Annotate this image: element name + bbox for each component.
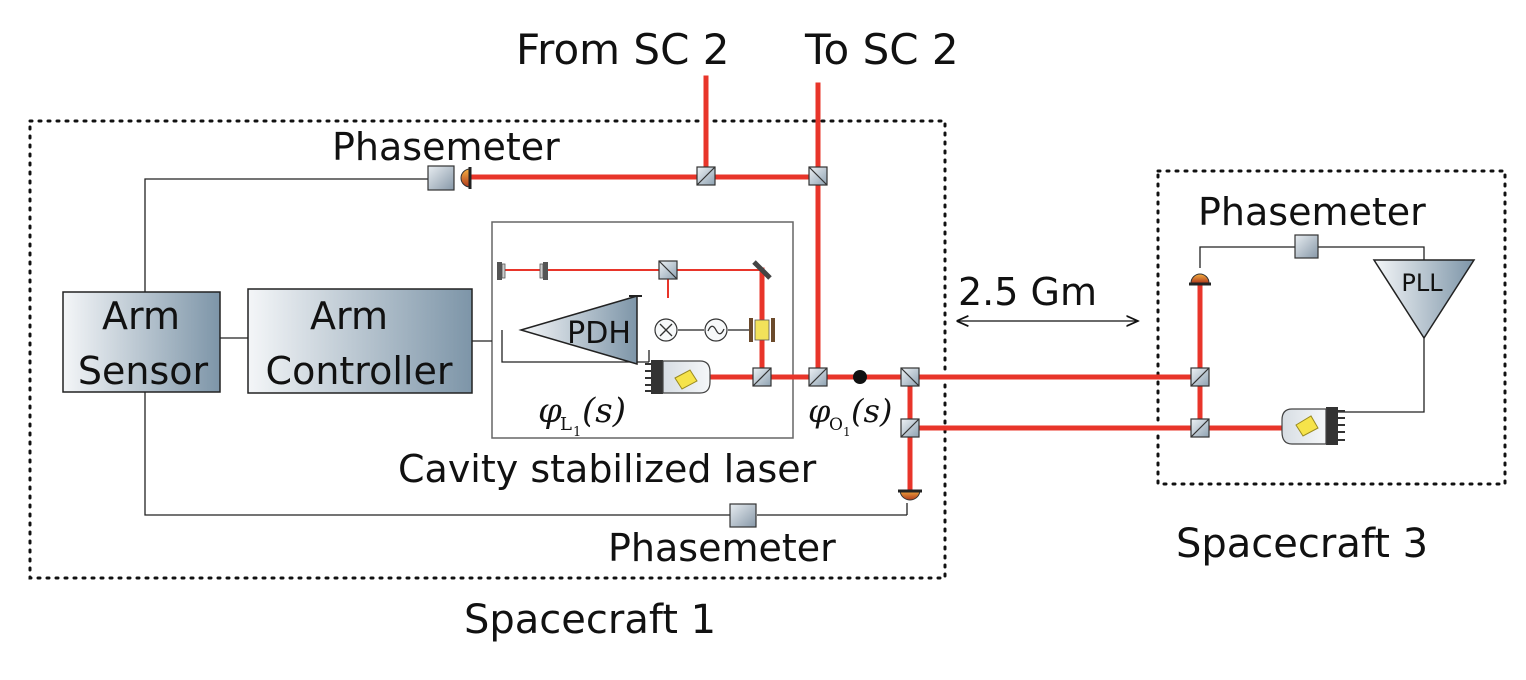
beam-splitter-cube-icon (900, 418, 920, 438)
arm-controller-label-line2: Controller (266, 349, 453, 393)
mirror-icon (497, 262, 506, 280)
svg-text:(s): (s) (851, 392, 892, 430)
svg-text:O: O (829, 415, 843, 435)
spacecraft1-boundary (28, 119, 947, 580)
phasemeter-bottom-label: Phasemeter (608, 526, 836, 570)
beam-splitter-cube-icon (900, 367, 920, 387)
mixer-icon (654, 318, 678, 342)
pdh-label: PDH (567, 316, 631, 351)
measurement-point (853, 370, 867, 384)
phasemeter-top-label: Phasemeter (332, 125, 560, 169)
phi-o1-label: φ O 1 (s) (808, 392, 892, 439)
to-sc2-label: To SC 2 (804, 25, 959, 74)
arm-sensor-label-line1: Arm (102, 294, 180, 338)
laser-source-icon (1281, 407, 1345, 445)
phasemeter-top (427, 165, 455, 191)
arm-controller-label-line1: Arm (310, 294, 388, 338)
arm-controller-block (247, 288, 473, 394)
svg-text:L: L (560, 414, 572, 435)
phasemeter-sc3 (1294, 234, 1319, 259)
svg-text:1: 1 (843, 425, 851, 439)
spacecraft1-label: Spacecraft 1 (464, 597, 716, 643)
mirror-icon (539, 262, 548, 280)
cavity-laser-box (491, 221, 794, 439)
svg-text:φ: φ (808, 392, 831, 430)
cavity-laser-label: Cavity stabilized laser (398, 447, 817, 491)
photodetector-icon (898, 489, 922, 501)
oscillator-icon (704, 318, 728, 342)
beam-splitter-cube-icon (752, 367, 772, 387)
photodetector-icon (460, 167, 472, 189)
beam-splitter-cube-icon (808, 166, 828, 186)
pdh-amplifier (518, 294, 638, 366)
spacecraft3-boundary (1156, 169, 1507, 486)
beam-splitter-cube-icon (1190, 418, 1210, 438)
eom-icon (749, 318, 775, 342)
from-sc2-label: From SC 2 (516, 25, 729, 74)
arm-sensor-label-line2: Sensor (78, 349, 209, 393)
pll-label: PLL (1401, 269, 1443, 297)
svg-text:(s): (s) (582, 391, 626, 431)
photodetector-icon (1189, 273, 1211, 286)
spacecraft3-label: Spacecraft 3 (1176, 521, 1428, 567)
beam-splitter-cube-icon (658, 260, 678, 280)
svg-text:φ: φ (538, 391, 562, 431)
beam-splitter-cube-icon (808, 367, 828, 387)
mirror-icon (752, 260, 772, 280)
beam-splitter-cube-icon (696, 166, 716, 186)
signal-wires (144, 178, 1425, 516)
laser-source-icon (645, 360, 711, 394)
beam-splitter-cube-icon (1190, 367, 1210, 387)
arm-sensor-block (62, 291, 221, 393)
distance-label: 2.5 Gm (958, 270, 1097, 314)
pll-amplifier (1372, 259, 1476, 340)
phasemeter-bottom (729, 503, 757, 528)
svg-text:1: 1 (573, 425, 581, 440)
phi-l1-label: φ L 1 (s) (538, 391, 626, 440)
phasemeter-sc3-label: Phasemeter (1198, 190, 1426, 234)
